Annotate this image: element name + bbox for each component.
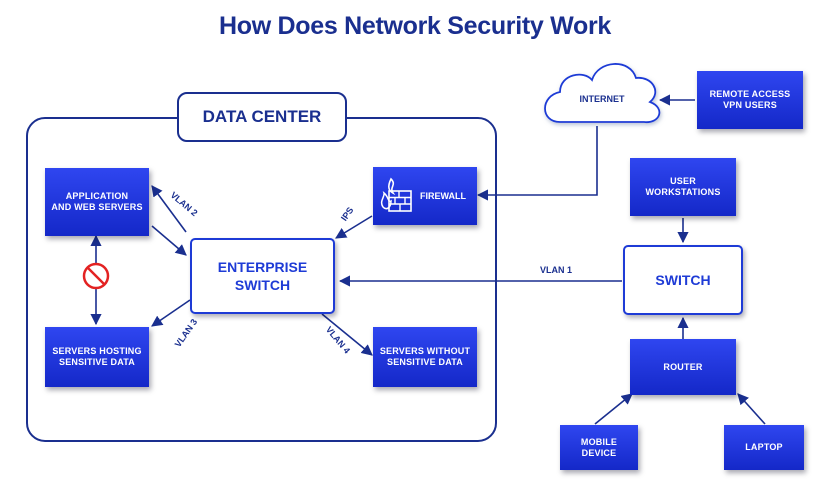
remote-access-node: REMOTE ACCESS VPN USERS [697,71,803,129]
firewall-node [373,167,477,225]
sensitive-servers-node: SERVERS HOSTING SENSITIVE DATA [45,327,149,387]
nonsensitive-servers-label: SERVERS WITHOUT SENSITIVE DATA [379,346,471,367]
firewall-label: FIREWALL [420,191,466,201]
edge-firewall-to-switch [335,215,373,239]
router-label: ROUTER [663,361,703,372]
app-servers-label: APPLICATION AND WEB SERVERS [51,191,143,212]
edge-vlan3 [151,299,191,327]
edge-vlan4 [321,313,373,356]
sensitive-servers-label: SERVERS HOSTING SENSITIVE DATA [52,346,142,367]
enterprise-switch-node: ENTERPRISE SWITCH [190,238,335,314]
switch-label: SWITCH [655,272,711,288]
user-workstations-label: USER WORKSTATIONS [645,176,721,197]
no-entry-icon [82,262,110,290]
user-workstations-node: USER WORKSTATIONS [630,158,736,216]
cloud-icon [544,63,661,123]
app-servers-node: APPLICATION AND WEB SERVERS [45,168,149,236]
laptop-node: LAPTOP [724,425,804,470]
laptop-label: LAPTOP [745,442,783,452]
remote-access-label: REMOTE ACCESS VPN USERS [709,89,791,110]
mobile-device-node: MOBILE DEVICE [560,425,638,470]
data-center-label: DATA CENTER [177,92,347,142]
edge-vlan2-out [151,185,187,233]
mobile-device-label: MOBILE DEVICE [580,436,618,458]
enterprise-switch-label: ENTERPRISE SWITCH [217,259,308,293]
vlan1-label: VLAN 1 [540,265,573,275]
internet-label: INTERNET [579,94,625,104]
nonsensitive-servers-node: SERVERS WITHOUT SENSITIVE DATA [373,327,477,387]
edge-vlan2-in [151,225,187,256]
router-node: ROUTER [630,339,736,395]
edge-laptop-to-router [737,393,766,425]
page-title: How Does Network Security Work [218,12,612,40]
firewall-icon [380,177,412,212]
edge-internet-to-firewall [476,126,598,201]
switch-node: SWITCH [623,245,743,315]
edge-mobile-to-router [594,393,633,425]
